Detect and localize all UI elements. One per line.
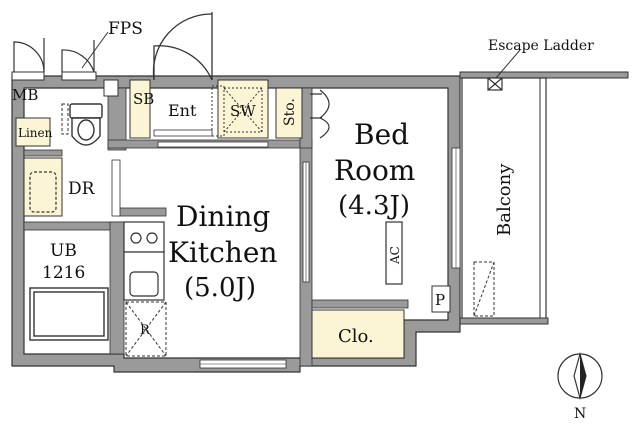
label-bed-size: (4.3J) (338, 191, 410, 221)
fps-door-arc (61, 49, 95, 73)
label-ub: UB (50, 241, 77, 261)
sto-storage (275, 87, 303, 139)
balcony-top-wall (459, 71, 629, 79)
aircon-outdoor-unit (473, 261, 495, 317)
dr-washer-marks (29, 171, 57, 213)
bathtub (29, 287, 109, 341)
toilet-fixture (69, 103, 103, 146)
label-sto: Sto. (282, 98, 298, 126)
label-fps: FPS (108, 19, 143, 39)
label-room: Room (334, 154, 415, 187)
escape-ladder-leader (495, 49, 521, 79)
stove (123, 221, 165, 253)
linen-storage (15, 117, 51, 147)
label-dr: DR (68, 179, 96, 199)
clo-storage (311, 309, 405, 359)
kitchen-sink (129, 271, 159, 297)
wall-dr-toilet (23, 149, 63, 157)
wall-ub-right (109, 221, 125, 355)
mb-box (11, 71, 45, 81)
label-linen: Linen (18, 126, 53, 140)
label-p: P (435, 291, 445, 309)
label-dining: Dining (176, 200, 270, 233)
p-box (431, 285, 451, 313)
label-ub-size: 1216 (42, 263, 85, 283)
label-ent: Ent (168, 101, 197, 120)
ent-door-arc (153, 45, 213, 81)
label-mb: MB (12, 86, 38, 104)
ent-shoe-marks (211, 85, 225, 137)
label-r: R (140, 323, 151, 338)
label-clo: Clo. (338, 326, 374, 347)
escape-ladder-hatch (487, 77, 503, 91)
sto-door-arcs (310, 89, 330, 139)
label-dining-size: (5.0J) (184, 273, 256, 303)
label-ac: AC (388, 246, 402, 265)
dining-ent-door (157, 141, 269, 148)
north-arrow: N (557, 351, 603, 422)
toilet-dashed-zone (61, 103, 69, 135)
refrigerator (125, 301, 167, 357)
ent-step (153, 129, 213, 137)
dr-door (111, 159, 121, 217)
balcony-bottom-wall (459, 317, 549, 325)
meter-box (103, 79, 119, 97)
label-sb: SB (133, 90, 154, 108)
sw-storage (217, 79, 269, 139)
wall-kitchen-left (117, 207, 167, 217)
label-balcony: Balcony (494, 163, 515, 236)
fps-box (61, 71, 97, 81)
label-kitchen: Kitchen (168, 236, 277, 269)
label-bed: Bed (354, 118, 409, 151)
ac-unit (385, 221, 403, 285)
wall-ub-dr (23, 221, 125, 231)
fps-leader (81, 31, 109, 69)
label-escape-ladder: Escape Ladder (488, 38, 594, 54)
sb-storage (129, 79, 151, 139)
label-north: N (574, 406, 586, 422)
label-sw: SW (230, 102, 256, 120)
wall-bed-bottom (311, 299, 409, 309)
balcony-outline (461, 77, 547, 323)
mb-door-arc (13, 41, 45, 73)
